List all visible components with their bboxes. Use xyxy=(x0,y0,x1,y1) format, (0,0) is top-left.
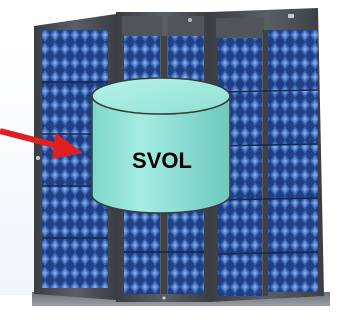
svol-volume-icon: SVOL xyxy=(91,77,231,214)
arrow-right-icon xyxy=(0,128,83,159)
cabinet-right xyxy=(210,8,324,302)
svol-label: SVOL xyxy=(132,148,192,173)
